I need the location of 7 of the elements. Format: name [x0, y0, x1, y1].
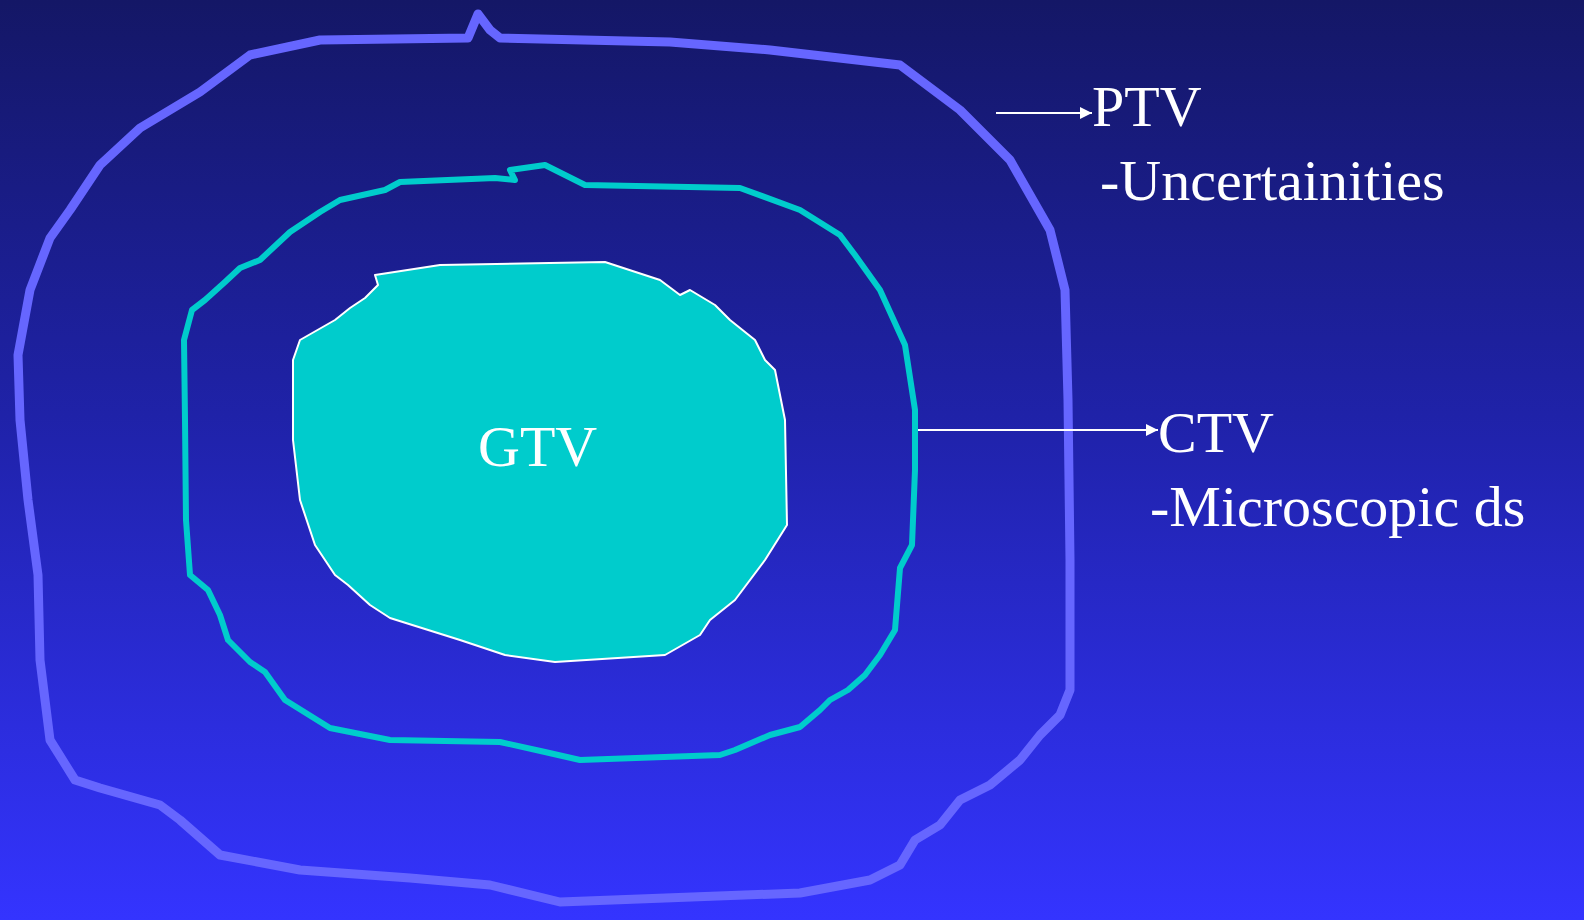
arrow — [917, 424, 1159, 436]
arrow — [995, 107, 1093, 119]
volume-description: -Microscopic ds — [1150, 478, 1526, 536]
volume-label: PTV — [1092, 78, 1202, 136]
volume-description: -Uncertainities — [1100, 152, 1445, 210]
volume-label: CTV — [1158, 404, 1274, 462]
volume-label: GTV — [478, 418, 598, 476]
